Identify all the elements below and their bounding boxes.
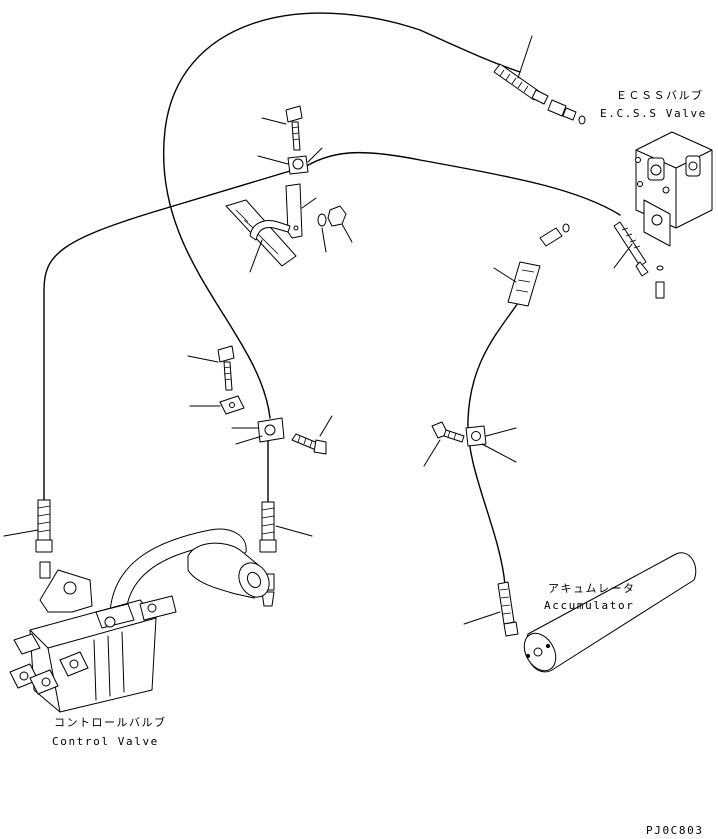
hose-left-vertical <box>43 167 301 501</box>
hose-fitting-right <box>259 501 277 553</box>
leader-clamp-middle-b <box>235 435 263 445</box>
leader-ecss-elbow <box>493 267 517 283</box>
washer-and-nut <box>317 205 347 227</box>
adapter-ecss <box>547 99 586 125</box>
bolt-middle <box>217 345 235 391</box>
leader-clamp-acc-b <box>481 443 517 463</box>
leader-bolt-clamp-middle <box>319 415 333 437</box>
leader-bolt-upper <box>261 117 287 125</box>
drawing-code: PJ0C803 <box>646 824 704 837</box>
accumulator-body <box>523 552 697 673</box>
bolt-upper <box>285 105 303 151</box>
leader-bolt-accumulator <box>423 439 441 467</box>
leader-accumulator-fitting <box>463 611 501 625</box>
bracket-upper <box>285 183 303 239</box>
u-bolt-plate <box>225 199 297 267</box>
leader-ecss-hose <box>613 243 633 269</box>
control-valve-label-en: Control Valve <box>52 735 159 748</box>
ecss-valve-block <box>635 131 713 247</box>
leader-nut <box>341 223 353 243</box>
ecss-valve-label-en: E.C.S.S Valve <box>600 107 707 120</box>
accumulator-fitting <box>497 581 519 637</box>
accumulator-label-jp: アキュムレータ <box>548 582 636 595</box>
leader-clamp-upper-l <box>257 155 289 165</box>
leader-bolt-middle <box>187 355 219 363</box>
leader-u-bolt <box>249 239 263 273</box>
ecss-valve-label-jp: ＥＣＳＳバルブ <box>616 88 704 102</box>
bracket-middle <box>219 395 245 415</box>
clamp-accumulator <box>465 425 487 447</box>
hose-fitting-top <box>493 63 549 105</box>
ecss-side-fittings <box>507 221 665 307</box>
adapter-left <box>39 561 51 579</box>
leader-bracket-upper <box>301 197 317 209</box>
hose-accumulator <box>467 299 521 586</box>
leader-clamp-acc-a <box>485 427 517 437</box>
hose-top-loop <box>162 12 521 419</box>
leader-top-fitting <box>517 35 533 79</box>
leader-washer <box>321 227 327 253</box>
control-valve-pipe <box>109 528 270 613</box>
bolt-accumulator-clamp <box>431 421 465 443</box>
hose-center-crossing <box>299 151 621 216</box>
clamp-middle <box>257 417 285 443</box>
leader-clamp-upper-r <box>307 147 323 163</box>
leader-fitting-right <box>275 525 313 537</box>
control-valve-body <box>9 569 177 713</box>
hose-fitting-left <box>35 499 53 553</box>
bolt-clamp-middle <box>291 433 327 455</box>
accumulator-label-en: Accumulator <box>544 599 634 612</box>
clamp-upper <box>287 155 309 175</box>
leader-fitting-left <box>3 529 39 537</box>
control-valve-label-jp: コントロールバルブ <box>54 715 167 729</box>
